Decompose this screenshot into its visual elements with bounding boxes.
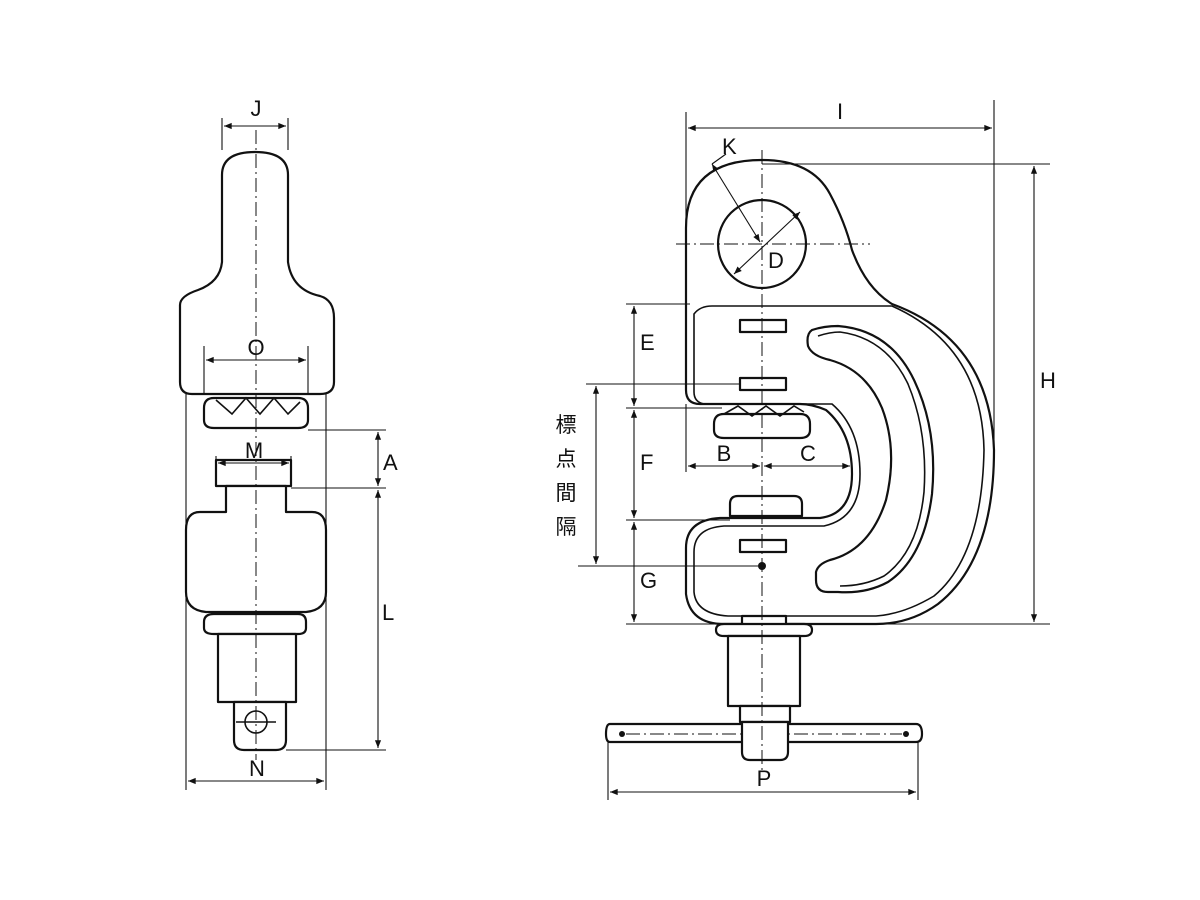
side-screw-shank: [216, 632, 298, 704]
load-point-dot: [758, 562, 766, 570]
side-screw-end: [232, 700, 288, 752]
label-o: O: [247, 335, 264, 360]
label-n: N: [249, 756, 265, 781]
side-lifting-eye: [178, 150, 336, 396]
front-screw-end: [740, 720, 790, 762]
front-view: I K D H E F G 標 点 間 隔: [556, 99, 1056, 800]
side-screw-tip: [214, 458, 293, 488]
front-c-cutout: [806, 324, 935, 594]
caption-char-2: 点: [556, 447, 577, 471]
front-handle-pin-right: [903, 731, 909, 737]
label-d: D: [768, 248, 784, 273]
front-screw-head: [728, 494, 804, 518]
label-b: B: [717, 441, 732, 466]
caption-char-4: 隔: [556, 515, 577, 539]
front-c-cutout-inner: [817, 331, 926, 587]
label-f: F: [640, 450, 653, 475]
dim-d-line: [733, 211, 801, 275]
side-spring: [215, 396, 301, 416]
side-collar: [202, 612, 308, 636]
front-screw-shank: [726, 634, 802, 708]
label-l: L: [382, 600, 394, 625]
label-k: K: [722, 134, 737, 159]
label-h: H: [1040, 368, 1056, 393]
front-spring: [723, 405, 805, 417]
label-i: I: [837, 99, 843, 124]
front-screw-neck: [738, 704, 792, 724]
front-handle-pin-left: [619, 731, 625, 737]
label-g: G: [640, 568, 657, 593]
caption-char-3: 間: [556, 481, 577, 505]
label-j: J: [251, 96, 262, 121]
label-e: E: [640, 330, 655, 355]
label-p: P: [757, 766, 772, 791]
label-a: A: [383, 450, 398, 475]
label-c: C: [800, 441, 816, 466]
caption-char-1: 標: [556, 413, 577, 437]
front-frame-inner-line: [693, 305, 985, 617]
front-collar: [714, 622, 814, 638]
label-m: M: [245, 438, 263, 463]
front-marker-lower: [738, 538, 788, 554]
front-marker-upper: [738, 318, 788, 334]
side-view: J O M A L N: [178, 96, 398, 790]
